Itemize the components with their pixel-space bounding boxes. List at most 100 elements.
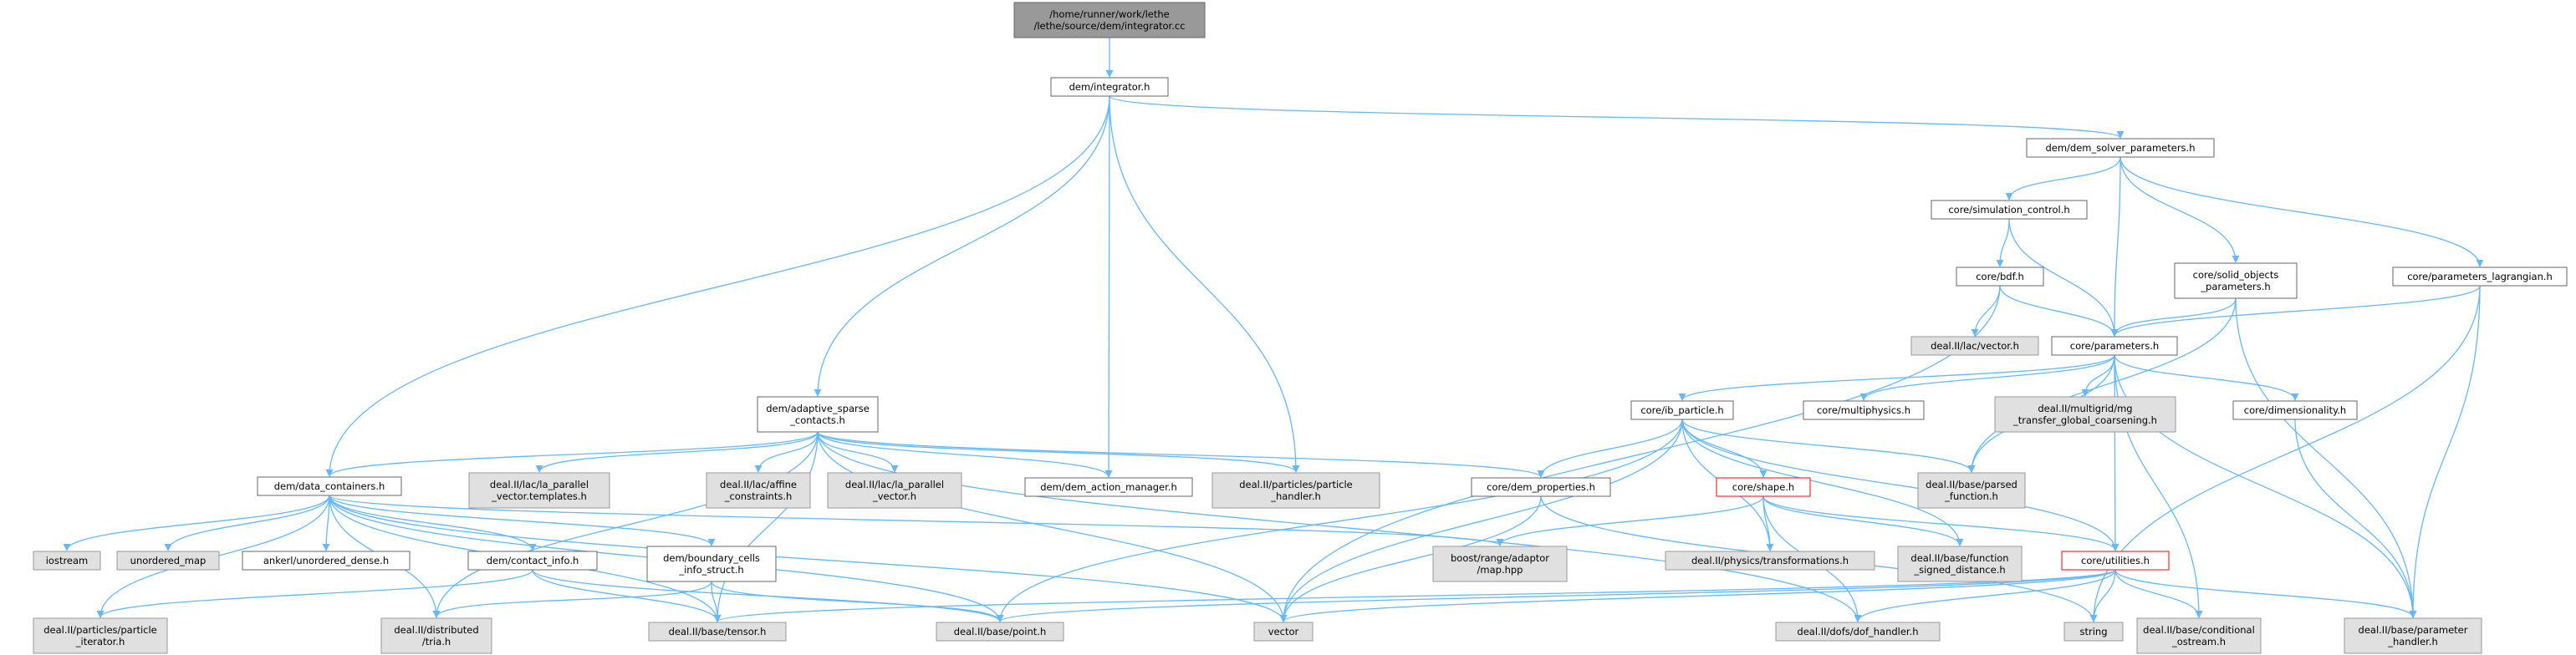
edges-layer bbox=[63, 37, 2484, 622]
node-iostream[interactable]: iostream bbox=[33, 551, 101, 571]
node-box-string bbox=[2063, 622, 2124, 642]
node-function_sd[interactable]: deal.II/base/function_signed_distance.h bbox=[1897, 546, 2023, 582]
edge-boundary_cells-to-tria bbox=[432, 581, 712, 618]
edge-solid_objects-to-parsed_function bbox=[1967, 297, 2237, 473]
node-label-ankerl-0: ankerl/unordered_dense.h bbox=[263, 555, 389, 566]
node-label-integrator-0: dem/integrator.h bbox=[1069, 81, 1150, 93]
edge-adaptive_sparse-to-dof_handler bbox=[817, 431, 1862, 622]
node-box-utilities bbox=[2061, 551, 2170, 571]
edge-utilities-to-point bbox=[996, 569, 2116, 622]
node-data_containers[interactable]: dem/data_containers.h bbox=[257, 476, 402, 496]
node-unordered_map[interactable]: unordered_map bbox=[116, 551, 220, 571]
edge-utilities-to-tensor bbox=[713, 569, 2116, 622]
node-la_parallel_vector[interactable]: deal.II/lac/la_parallel_vector.h bbox=[827, 472, 962, 509]
node-label-parameters-0: core/parameters.h bbox=[2070, 340, 2159, 352]
node-mg_transfer[interactable]: deal.II/multigrid/mg_transfer_global_coa… bbox=[1994, 396, 2176, 433]
node-multiphysics[interactable]: core/multiphysics.h bbox=[1803, 400, 1925, 420]
node-parsed_function[interactable]: deal.II/base/parsed_function.h bbox=[1917, 472, 2026, 509]
node-la_parallel_templates[interactable]: deal.II/lac/la_parallel_vector.templates… bbox=[468, 472, 610, 509]
node-point[interactable]: deal.II/base/point.h bbox=[936, 622, 1064, 642]
node-shape[interactable]: core/shape.h bbox=[1716, 477, 1811, 497]
edge-data_containers-to-vector bbox=[329, 495, 1288, 622]
node-label-particle_handler-1: _handler.h bbox=[1270, 490, 1321, 502]
node-box-ib_particle bbox=[1630, 400, 1734, 420]
edge-ib_particle-to-dem_properties bbox=[1537, 419, 1683, 478]
node-label-dof_handler-0: deal.II/dofs/dof_handler.h bbox=[1797, 626, 1918, 637]
node-box-tensor bbox=[648, 622, 787, 642]
node-label-particle_iterator-1: _iterator.h bbox=[75, 636, 125, 647]
node-label-solid_objects-1: _parameters.h bbox=[2200, 281, 2270, 292]
node-label-action_manager-0: dem/dem_action_manager.h bbox=[1040, 481, 1177, 493]
node-label-boost_map-1: /map.hpp bbox=[1477, 564, 1523, 576]
node-particle_handler[interactable]: deal.II/particles/particle_handler.h bbox=[1211, 472, 1380, 509]
node-box-cond_ostream bbox=[2136, 617, 2262, 654]
node-label-unordered_map-0: unordered_map bbox=[130, 555, 207, 566]
node-tensor[interactable]: deal.II/base/tensor.h bbox=[648, 622, 787, 642]
edge-contact_info-to-tensor bbox=[532, 569, 722, 622]
node-vector[interactable]: vector bbox=[1253, 622, 1314, 642]
node-box-data_containers bbox=[257, 476, 402, 496]
edge-utilities-to-dof_handler bbox=[1854, 569, 2116, 622]
node-label-sim_control-0: core/simulation_control.h bbox=[1948, 204, 2069, 216]
node-label-params_lagrangian-0: core/parameters_lagrangian.h bbox=[2407, 271, 2553, 282]
node-dof_handler[interactable]: deal.II/dofs/dof_handler.h bbox=[1775, 622, 1941, 642]
node-dem_properties[interactable]: core/dem_properties.h bbox=[1471, 477, 1611, 497]
node-contact_info[interactable]: dem/contact_info.h bbox=[467, 551, 598, 571]
node-label-solid_objects-0: core/solid_objects bbox=[2193, 269, 2279, 281]
node-box-iostream bbox=[33, 551, 101, 571]
node-string[interactable]: string bbox=[2063, 622, 2124, 642]
node-label-dimensionality-0: core/dimensionality.h bbox=[2244, 404, 2346, 416]
node-transformations[interactable]: deal.II/physics/transformations.h bbox=[1665, 551, 1875, 571]
node-label-particle_iterator-0: deal.II/particles/particle bbox=[43, 624, 157, 636]
node-box-unordered_map bbox=[116, 551, 220, 571]
edge-ib_particle-to-parsed_function bbox=[1681, 419, 1976, 473]
node-solid_objects[interactable]: core/solid_objects_parameters.h bbox=[2174, 262, 2298, 299]
node-box-vector bbox=[1253, 622, 1314, 642]
node-ankerl[interactable]: ankerl/unordered_dense.h bbox=[242, 551, 411, 571]
node-label-parsed_function-0: deal.II/base/parsed bbox=[1926, 479, 2017, 490]
node-box-adaptive_sparse bbox=[757, 396, 879, 433]
node-label-bdf-0: core/bdf.h bbox=[1976, 271, 2024, 282]
node-box-param_handler bbox=[2344, 617, 2482, 654]
edge-ib_particle-to-vector bbox=[1279, 419, 1683, 622]
edge-integrator-to-dem_solver_params bbox=[1109, 95, 2125, 139]
node-adaptive_sparse[interactable]: dem/adaptive_sparse_contacts.h bbox=[757, 396, 879, 433]
node-parameters[interactable]: core/parameters.h bbox=[2051, 336, 2178, 356]
node-lac_vector[interactable]: deal.II/lac/vector.h bbox=[1910, 336, 2039, 356]
edge-dem_properties-to-vector bbox=[1279, 495, 1542, 622]
node-box-boundary_cells bbox=[646, 546, 777, 582]
node-tria[interactable]: deal.II/distributed/tria.h bbox=[380, 617, 492, 654]
edge-ib_particle-to-function_sd bbox=[1681, 419, 1964, 546]
node-box-parameters bbox=[2051, 336, 2178, 356]
edge-adaptive_sparse-to-vector bbox=[817, 431, 1288, 622]
node-label-la_parallel_vector-0: deal.II/lac/la_parallel bbox=[845, 479, 944, 490]
node-affine[interactable]: deal.II/lac/affine_constraints.h bbox=[706, 472, 811, 509]
node-box-lac_vector bbox=[1910, 336, 2039, 356]
node-utilities[interactable]: core/utilities.h bbox=[2061, 551, 2170, 571]
edge-boundary_cells-to-tensor bbox=[711, 581, 722, 622]
node-label-function_sd-1: _signed_distance.h bbox=[1913, 564, 2005, 576]
node-sim_control[interactable]: core/simulation_control.h bbox=[1931, 200, 2088, 220]
edge-data_containers-to-contact_info bbox=[329, 495, 537, 551]
node-dem_solver_params[interactable]: dem/dem_solver_parameters.h bbox=[2026, 138, 2215, 158]
edge-parameters-to-dimensionality bbox=[2114, 354, 2299, 401]
node-box-parsed_function bbox=[1917, 472, 2026, 509]
node-label-dem_properties-0: core/dem_properties.h bbox=[1487, 481, 1595, 493]
node-label-vector-0: vector bbox=[1268, 626, 1299, 637]
node-label-adaptive_sparse-0: dem/adaptive_sparse bbox=[766, 403, 870, 414]
node-params_lagrangian[interactable]: core/parameters_lagrangian.h bbox=[2392, 267, 2568, 287]
node-box-la_parallel_templates bbox=[468, 472, 610, 509]
node-ib_particle[interactable]: core/ib_particle.h bbox=[1630, 400, 1734, 420]
node-boundary_cells[interactable]: dem/boundary_cells_info_struct.h bbox=[646, 546, 777, 582]
node-integrator[interactable]: dem/integrator.h bbox=[1050, 77, 1169, 97]
node-cond_ostream[interactable]: deal.II/base/conditional_ostream.h bbox=[2136, 617, 2262, 654]
node-boost_map[interactable]: boost/range/adaptor/map.hpp bbox=[1432, 546, 1568, 582]
node-action_manager[interactable]: dem/dem_action_manager.h bbox=[1024, 477, 1193, 497]
node-label-affine-1: _constraints.h bbox=[724, 490, 793, 502]
node-particle_iterator[interactable]: deal.II/particles/particle_iterator.h bbox=[33, 617, 168, 654]
node-param_handler[interactable]: deal.II/base/parameter_handler.h bbox=[2344, 617, 2482, 654]
node-dimensionality[interactable]: core/dimensionality.h bbox=[2232, 400, 2358, 420]
node-root[interactable]: /home/runner/work/lethe/lethe/source/dem… bbox=[1013, 2, 1206, 38]
edge-data_containers-to-iostream bbox=[63, 495, 330, 551]
node-bdf[interactable]: core/bdf.h bbox=[1956, 267, 2044, 287]
